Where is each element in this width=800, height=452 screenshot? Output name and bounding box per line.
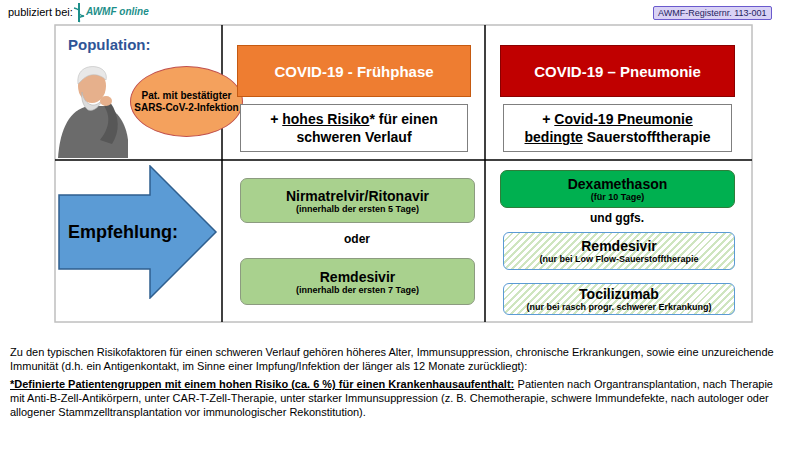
- text-run: bedingte: [525, 129, 583, 145]
- text-run: +: [270, 111, 282, 127]
- man-body: [58, 106, 128, 158]
- node-text: Empfehlung:: [68, 222, 178, 243]
- man-arm: [100, 102, 118, 144]
- man-beard: [82, 92, 102, 110]
- diagram-frame: [55, 25, 752, 322]
- node-text: Nirmatrelvir/Ritonavir: [286, 188, 429, 204]
- optional-drug-box: Tocilizumab(nur bei rasch progr. schwere…: [503, 283, 735, 315]
- recommendation-arrow: Empfehlung:: [58, 165, 218, 299]
- node-subtext: (nur bei Low Flow-Sauerstofftherapie: [539, 254, 698, 264]
- logo-snake: [74, 8, 84, 22]
- text-run: hohes Risiko: [282, 111, 369, 127]
- node-text: Pat. mit bestätigter SARS-CoV-2-Infektio…: [133, 90, 240, 113]
- footnote-text: Zu den typischen Risikofaktoren für eine…: [10, 346, 774, 372]
- node-text: Dexamethason: [568, 176, 668, 192]
- text-run: Covid-19 Pneumonie: [554, 111, 692, 127]
- man-hand: [100, 96, 112, 106]
- condition-box: + hohes Risiko* für einen schweren Verla…: [240, 104, 468, 152]
- drug-box: Remdesivir(innerhalb der ersten 7 Tage): [240, 258, 475, 305]
- node-text: Tocilizumab: [579, 286, 659, 302]
- arrow-outline: [59, 166, 216, 298]
- footnote-paragraph: *Definierte Patientengruppen mit einem h…: [10, 377, 790, 419]
- patient-ellipse: Pat. mit bestätigter SARS-CoV-2-Infektio…: [130, 66, 243, 137]
- node-text: COVID-19 - Frühphase: [274, 63, 433, 80]
- publisher-note: publiziert bei:: [8, 6, 73, 18]
- node-text: AWMF-Registernr. 113-001: [658, 8, 767, 18]
- node-text: + Covid-19 Pneumonie bedingte Sauerstoff…: [512, 110, 723, 146]
- node-text: + hohes Risiko* für einen schweren Verla…: [249, 110, 459, 146]
- register-number-box: AWMF-Registernr. 113-001: [653, 6, 772, 20]
- grid-line: [221, 25, 223, 322]
- node-subtext: (nur bei rasch progr. schwerer Erkrankun…: [526, 302, 711, 312]
- node-subtext: (innerhalb der ersten 7 Tage): [296, 285, 419, 295]
- man-hair: [78, 67, 107, 84]
- connector-word: und ggfs.: [590, 211, 644, 225]
- node-text: COVID-19 – Pneumonie: [534, 63, 701, 80]
- optional-drug-box: Remdesivir(nur bei Low Flow-Sauerstoffth…: [503, 232, 735, 270]
- footnote-heading: *Definierte Patientengruppen mit einem h…: [10, 378, 514, 390]
- node-text: Remdesivir: [320, 269, 395, 285]
- drug-box: Dexamethason(für 10 Tage): [500, 170, 735, 208]
- node-text: Remdesivir: [581, 238, 656, 254]
- grid-line: [484, 25, 486, 322]
- node-subtext: (für 10 Tage): [591, 192, 644, 202]
- old-man-illustration: [58, 67, 128, 158]
- connector-word: oder: [344, 232, 370, 246]
- footnote-paragraph: Zu den typischen Risikofaktoren für eine…: [10, 345, 790, 373]
- column-heading: Population:: [68, 36, 151, 53]
- grid-line: [55, 159, 752, 161]
- condition-box: + Covid-19 Pneumonie bedingte Sauerstoff…: [503, 104, 732, 152]
- drug-box: Nirmatrelvir/Ritonavir(innerhalb der ers…: [240, 178, 475, 223]
- logo-icon: [74, 3, 84, 22]
- text-run: Sauerstofftherapie: [583, 129, 711, 145]
- phase-header-box: COVID-19 - Frühphase: [237, 45, 471, 97]
- node-subtext: (innerhalb der ersten 5 Tage): [296, 204, 419, 214]
- text-run: +: [542, 111, 554, 127]
- phase-header-box: COVID-19 – Pneumonie: [500, 45, 735, 97]
- logo-text: AWMF online: [86, 6, 149, 17]
